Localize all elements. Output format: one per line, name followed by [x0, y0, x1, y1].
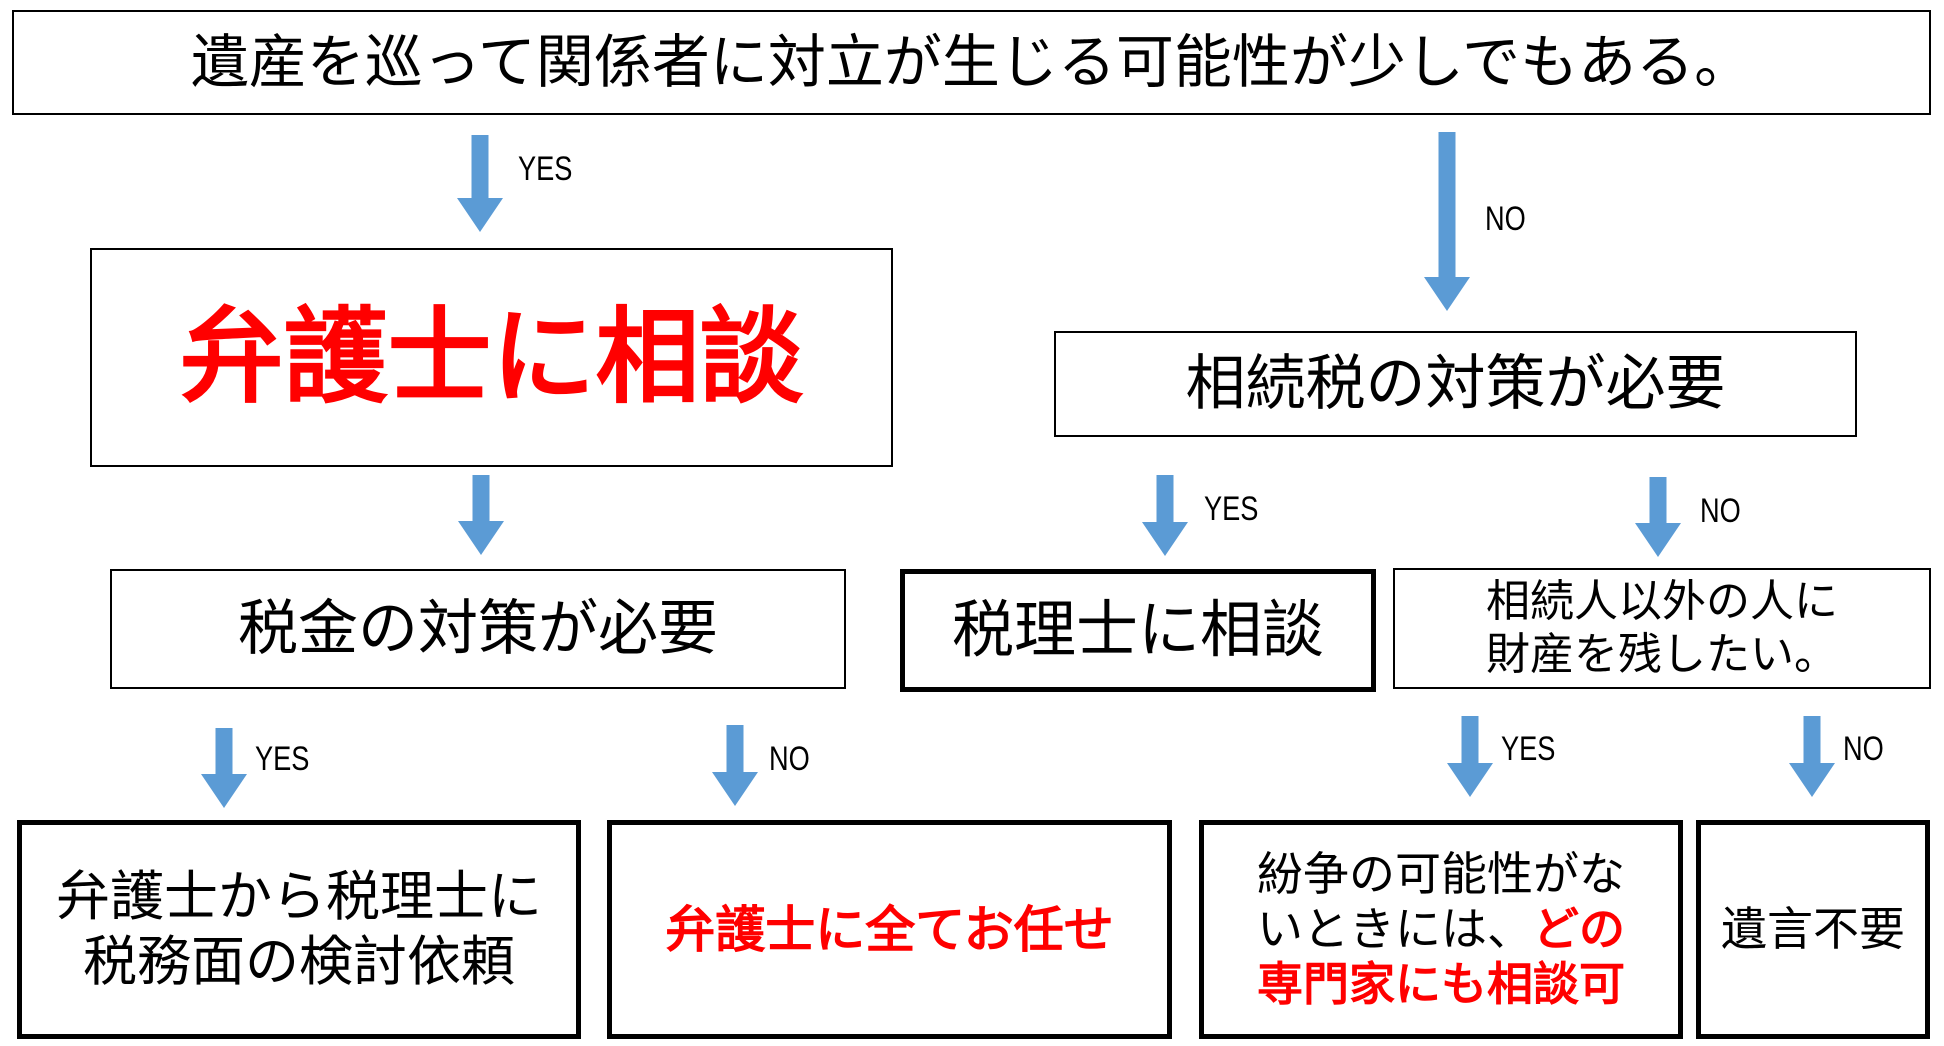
arrow-down-icon — [712, 725, 758, 806]
lawyer-consult-box: 弁護士に相談 — [90, 248, 893, 467]
arrow-down-icon — [1789, 716, 1835, 797]
arrow-down-icon — [201, 728, 247, 808]
tax-needed-text: 税金の対策が必要 — [238, 594, 718, 664]
no-will-text: 遺言不要 — [1721, 901, 1905, 956]
edge-label-no: NO — [1843, 730, 1884, 768]
tax-accountant-box: 税理士に相談 — [900, 569, 1376, 692]
arrow-down-icon — [1635, 477, 1681, 557]
arrow-down-icon — [1447, 716, 1493, 797]
edge-label-no: NO — [1485, 200, 1526, 238]
lawyer-consult-text: 弁護士に相談 — [179, 296, 804, 419]
edge-label-no: NO — [769, 740, 810, 778]
arrow-down-icon — [1424, 132, 1470, 311]
lawyer-all-text: 弁護士に全てお任せ — [665, 900, 1114, 959]
edge-label-yes: YES — [518, 150, 573, 188]
any-expert-line2-plain: いときには、 — [1257, 901, 1533, 956]
any-expert-line2: いときには、どの — [1257, 902, 1625, 957]
no-will-box: 遺言不要 — [1696, 820, 1930, 1039]
any-expert-line1: 紛争の可能性がな — [1257, 846, 1625, 901]
edge-label-yes: YES — [1204, 490, 1259, 528]
lawyer-all-box: 弁護士に全てお任せ — [607, 820, 1172, 1039]
root-question-box: 遺産を巡って関係者に対立が生じる可能性が少しでもある。 — [12, 10, 1931, 115]
edge-label-no: NO — [1700, 492, 1741, 530]
inheritance-tax-text: 相続税の対策が必要 — [1185, 349, 1726, 419]
lawyer-to-tax-line2: 税務面の検討依頼 — [83, 929, 515, 993]
inheritance-tax-box: 相続税の対策が必要 — [1054, 331, 1857, 437]
arrow-down-icon — [1142, 475, 1188, 556]
any-expert-box: 紛争の可能性がな いときには、どの 専門家にも相談可 — [1199, 820, 1683, 1039]
arrow-down-icon — [458, 475, 504, 555]
any-expert-line2-red: どの — [1533, 901, 1625, 956]
non-heir-line2: 財産を残したい。 — [1486, 628, 1838, 680]
non-heir-line1: 相続人以外の人に — [1486, 575, 1838, 627]
tax-accountant-text: 税理士に相談 — [951, 593, 1324, 667]
edge-label-yes: YES — [1501, 730, 1556, 768]
any-expert-line3: 専門家にも相談可 — [1257, 957, 1625, 1012]
edge-label-yes: YES — [255, 740, 310, 778]
arrow-down-icon — [457, 135, 503, 232]
root-question-text: 遺産を巡って関係者に対立が生じる可能性が少しでもある。 — [190, 27, 1753, 96]
non-heir-box: 相続人以外の人に 財産を残したい。 — [1393, 568, 1931, 689]
lawyer-to-tax-box: 弁護士から税理士に 税務面の検討依頼 — [17, 820, 581, 1039]
tax-needed-box: 税金の対策が必要 — [110, 569, 846, 689]
lawyer-to-tax-line1: 弁護士から税理士に — [56, 864, 542, 928]
